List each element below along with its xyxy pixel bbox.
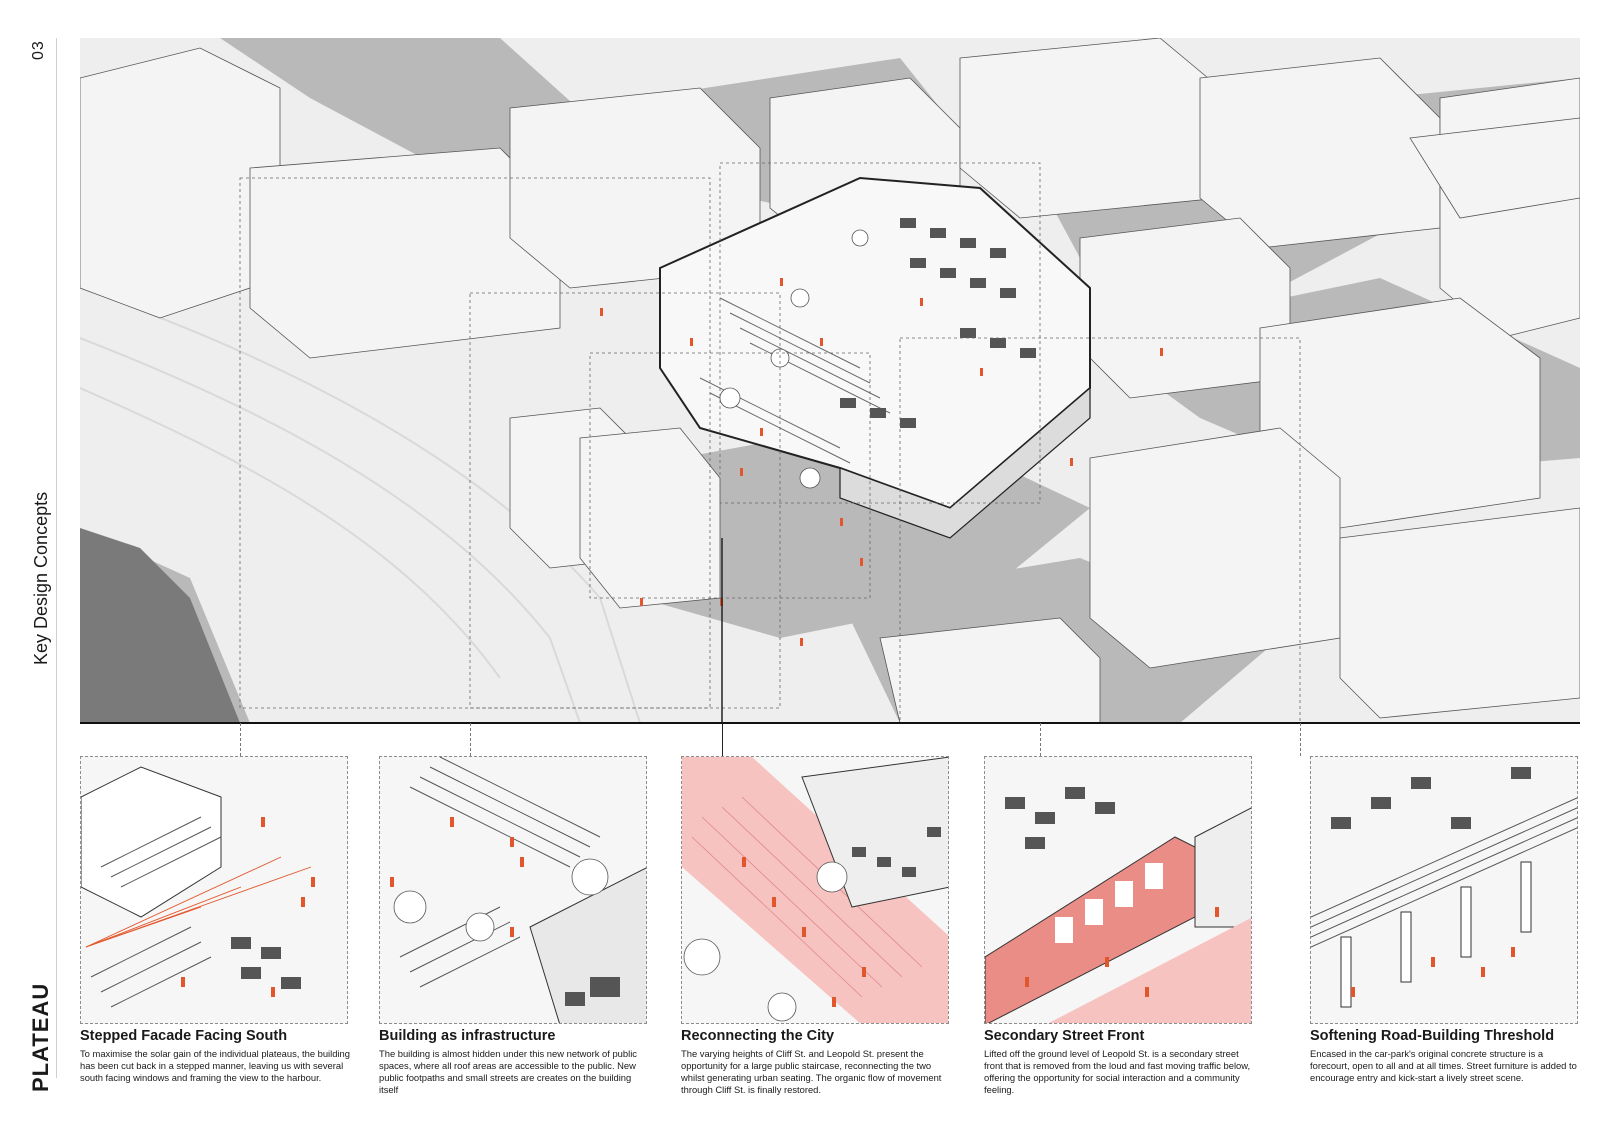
- concept-title: Reconnecting the City: [681, 1028, 835, 1044]
- concept-caption-2: Building as infrastructure The building …: [379, 1028, 649, 1096]
- leader-line-1: [240, 723, 241, 756]
- leader-line-2: [470, 723, 471, 756]
- leader-line-5: [1300, 723, 1301, 756]
- page-number: 03: [30, 40, 47, 60]
- margin-rule: [56, 38, 57, 1078]
- section-title: Key Design Concepts: [31, 491, 51, 665]
- concept-panel-stepped-facade: [80, 756, 348, 1024]
- leader-line-4: [1040, 723, 1041, 756]
- concept-title: Stepped Facade Facing South: [80, 1028, 288, 1044]
- concept-text: The varying heights of Cliff St. and Leo…: [681, 1048, 942, 1095]
- concept-text: Encased in the car-park's original concr…: [1310, 1048, 1577, 1083]
- concept-caption-1: Stepped Facade Facing South To maximise …: [80, 1028, 350, 1084]
- concept-caption-3: Reconnecting the City The varying height…: [681, 1028, 951, 1096]
- concept-panel-reconnecting: [681, 756, 949, 1024]
- people-figures: [600, 278, 1163, 646]
- concept-title: Softening Road-Building Threshold: [1310, 1028, 1555, 1044]
- drawing-baseline: [80, 722, 1580, 724]
- concept-caption-4: Secondary Street Front Lifted off the gr…: [984, 1028, 1254, 1096]
- callout-frames: [239, 162, 1301, 723]
- axonometric-site-drawing: [80, 38, 1580, 723]
- harbour-water: [80, 528, 240, 723]
- concept-text: To maximise the solar gain of the indivi…: [80, 1048, 350, 1083]
- brand-logo: PLATEAU: [28, 982, 53, 1092]
- leader-line-3: [722, 723, 723, 756]
- concept-title: Secondary Street Front: [984, 1028, 1145, 1044]
- concept-caption-5: Softening Road-Building Threshold Encase…: [1310, 1028, 1585, 1084]
- concept-panel-infrastructure: [379, 756, 647, 1024]
- concept-text: Lifted off the ground level of Leopold S…: [984, 1048, 1251, 1095]
- axonometric-svg: [80, 38, 1580, 723]
- concept-panel-secondary-street: [984, 756, 1252, 1024]
- concept-panel-threshold: [1310, 756, 1578, 1024]
- main-building: [659, 176, 1091, 539]
- concept-title: Building as infrastructure: [379, 1028, 556, 1044]
- concept-text: The building is almost hidden under this…: [379, 1048, 637, 1095]
